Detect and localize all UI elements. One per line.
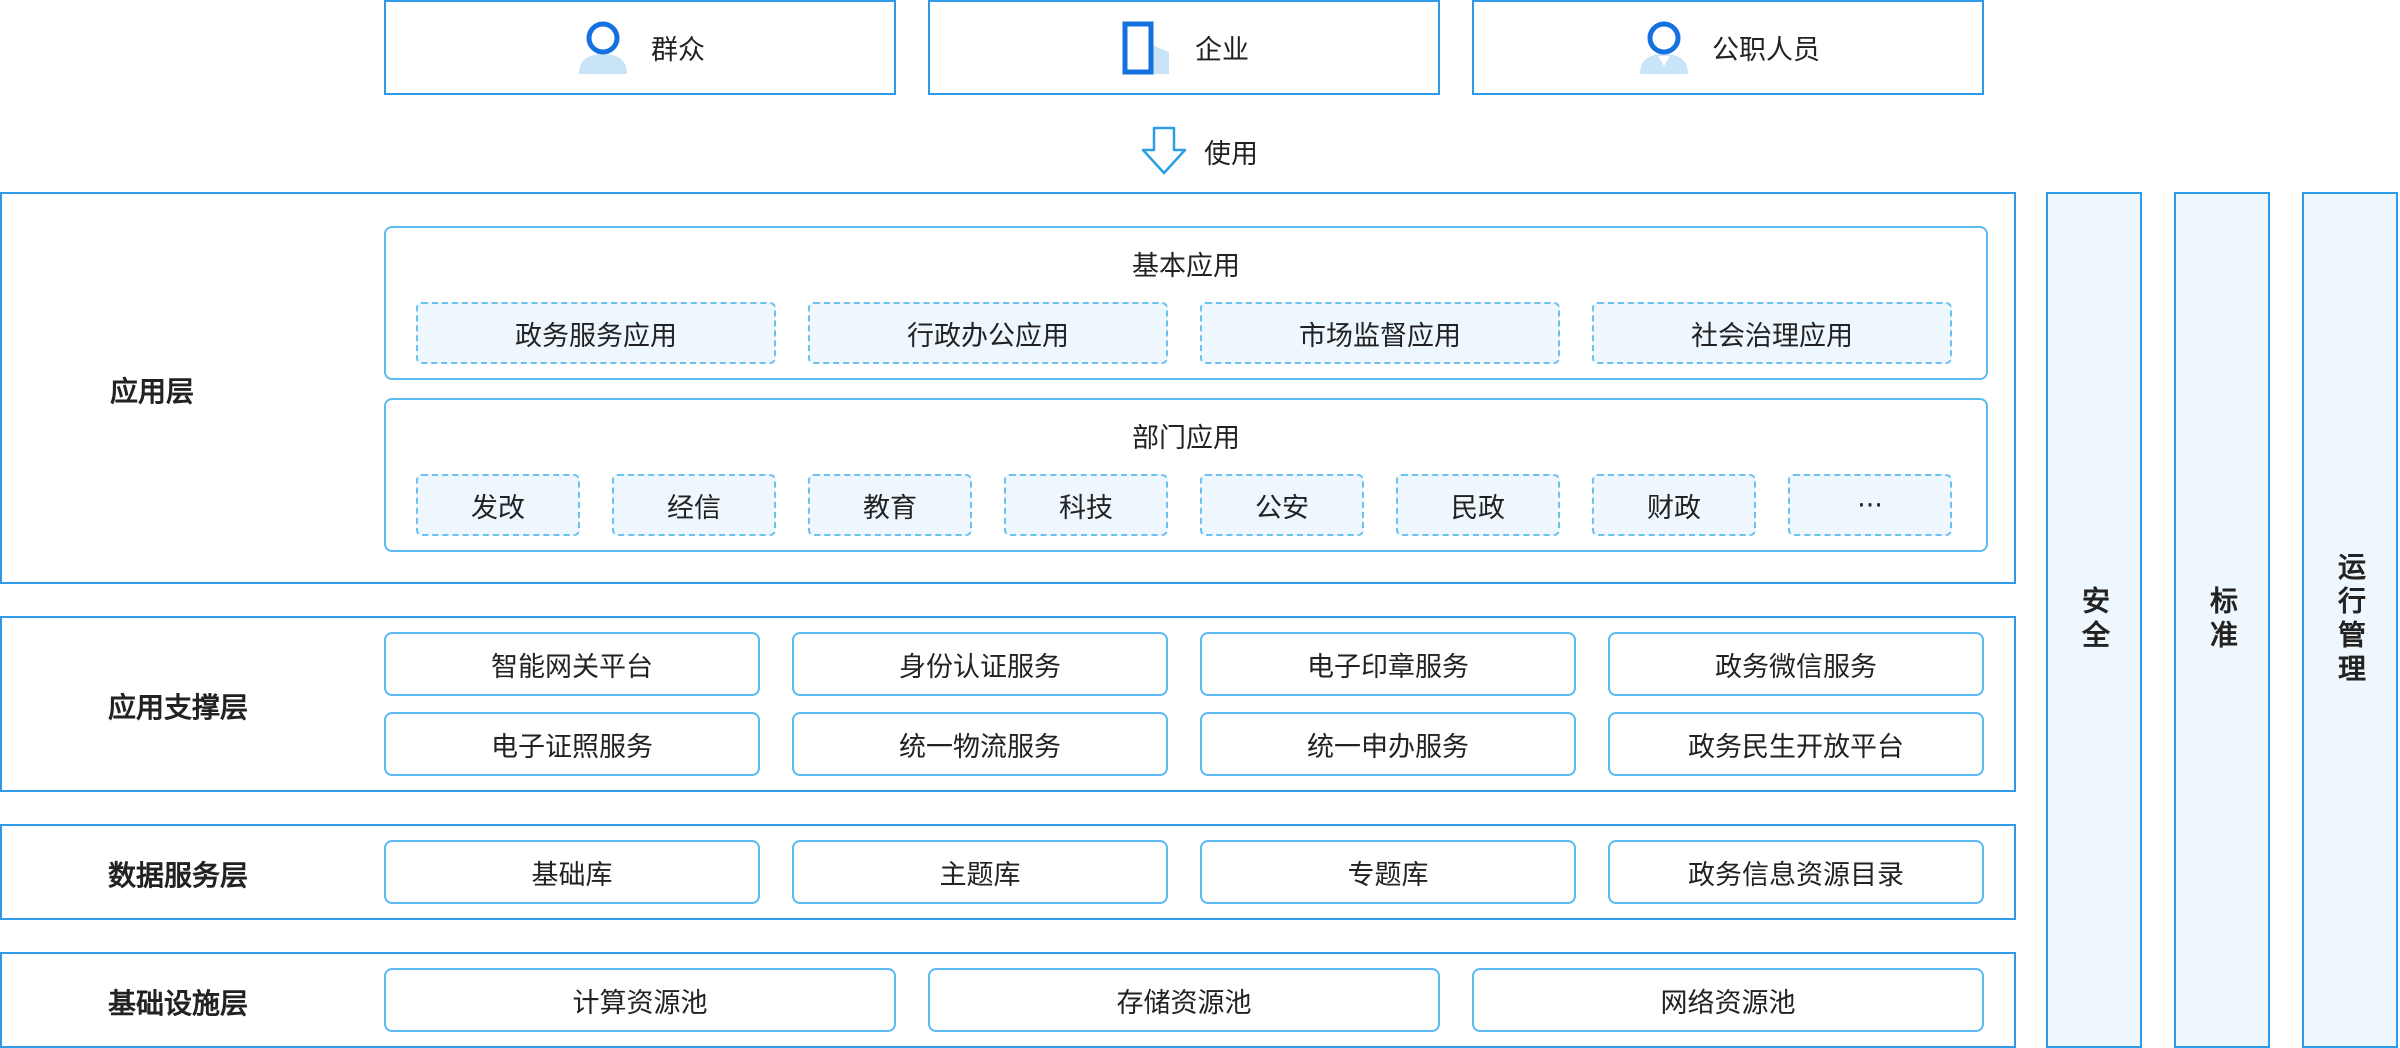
support-service-item: 政务民生开放平台 bbox=[1608, 712, 1984, 776]
application-layer: 应用层 基本应用 政务服务应用 行政办公应用 市场监督应用 社会治理应用 部门应… bbox=[0, 192, 2016, 584]
user-label-official: 公职人员 bbox=[1712, 35, 1820, 66]
use-arrow-group: 使用 bbox=[1140, 126, 1258, 176]
department-app-item: ··· bbox=[1788, 474, 1952, 536]
department-apps-title: 部门应用 bbox=[1132, 423, 1240, 454]
department-app-item: 科技 bbox=[1004, 474, 1168, 536]
department-app-item: 民政 bbox=[1396, 474, 1560, 536]
basic-app-item: 行政办公应用 bbox=[808, 302, 1168, 364]
support-service-item: 统一申办服务 bbox=[1200, 712, 1576, 776]
data-service-item: 基础库 bbox=[384, 840, 760, 904]
support-service-item: 统一物流服务 bbox=[792, 712, 1168, 776]
arrow-down-icon bbox=[1141, 126, 1187, 175]
layer-label-data: 数据服务层 bbox=[108, 859, 249, 892]
support-service-item: 政务微信服务 bbox=[1608, 632, 1984, 696]
basic-apps-group: 基本应用 政务服务应用 行政办公应用 市场监督应用 社会治理应用 bbox=[384, 226, 1988, 380]
support-service-item: 身份认证服务 bbox=[792, 632, 1168, 696]
user-label-public: 群众 bbox=[651, 35, 705, 66]
layer-label-application: 应用层 bbox=[110, 375, 195, 408]
department-app-item: 经信 bbox=[612, 474, 776, 536]
basic-app-item: 政务服务应用 bbox=[416, 302, 776, 364]
side-label-standard: 标准 bbox=[2206, 586, 2239, 654]
department-app-item: 公安 bbox=[1200, 474, 1364, 536]
data-service-item: 专题库 bbox=[1200, 840, 1576, 904]
infra-resource-item: 网络资源池 bbox=[1472, 968, 1984, 1032]
side-column-standard: 标准 bbox=[2174, 192, 2270, 1048]
user-box-enterprise: 企业 bbox=[928, 0, 1440, 95]
infra-layer: 基础设施层 计算资源池 存储资源池 网络资源池 bbox=[0, 952, 2016, 1048]
department-app-item: 发改 bbox=[416, 474, 580, 536]
department-app-item: 财政 bbox=[1592, 474, 1756, 536]
support-service-item: 智能网关平台 bbox=[384, 632, 760, 696]
infra-resource-item: 计算资源池 bbox=[384, 968, 896, 1032]
infra-resource-item: 存储资源池 bbox=[928, 968, 1440, 1032]
layer-label-support: 应用支撑层 bbox=[108, 691, 249, 724]
side-column-security: 安全 bbox=[2046, 192, 2142, 1048]
side-column-operations: 运行管理 bbox=[2302, 192, 2398, 1048]
data-service-item: 政务信息资源目录 bbox=[1608, 840, 1984, 904]
basic-app-item: 社会治理应用 bbox=[1592, 302, 1952, 364]
user-label-enterprise: 企业 bbox=[1195, 35, 1249, 66]
side-label-operations: 运行管理 bbox=[2334, 552, 2367, 688]
department-app-item: 教育 bbox=[808, 474, 972, 536]
person-icon bbox=[579, 21, 627, 74]
data-service-item: 主题库 bbox=[792, 840, 1168, 904]
basic-app-item: 市场监督应用 bbox=[1200, 302, 1560, 364]
support-service-item: 电子证照服务 bbox=[384, 712, 760, 776]
basic-apps-title: 基本应用 bbox=[1132, 251, 1240, 282]
user-box-public: 群众 bbox=[384, 0, 896, 95]
use-label: 使用 bbox=[1204, 138, 1258, 170]
department-apps-group: 部门应用 发改 经信 教育 科技 公安 民政 财政 ··· bbox=[384, 398, 1988, 552]
building-icon bbox=[1122, 21, 1169, 74]
support-layer: 应用支撑层 智能网关平台 身份认证服务 电子印章服务 政务微信服务 电子证照服务… bbox=[0, 616, 2016, 792]
side-label-security: 安全 bbox=[2078, 586, 2111, 654]
support-service-item: 电子印章服务 bbox=[1200, 632, 1576, 696]
user-box-official: 公职人员 bbox=[1472, 0, 1984, 95]
data-layer: 数据服务层 基础库 主题库 专题库 政务信息资源目录 bbox=[0, 824, 2016, 920]
layer-label-infra: 基础设施层 bbox=[108, 987, 249, 1020]
official-person-icon bbox=[1640, 21, 1688, 74]
